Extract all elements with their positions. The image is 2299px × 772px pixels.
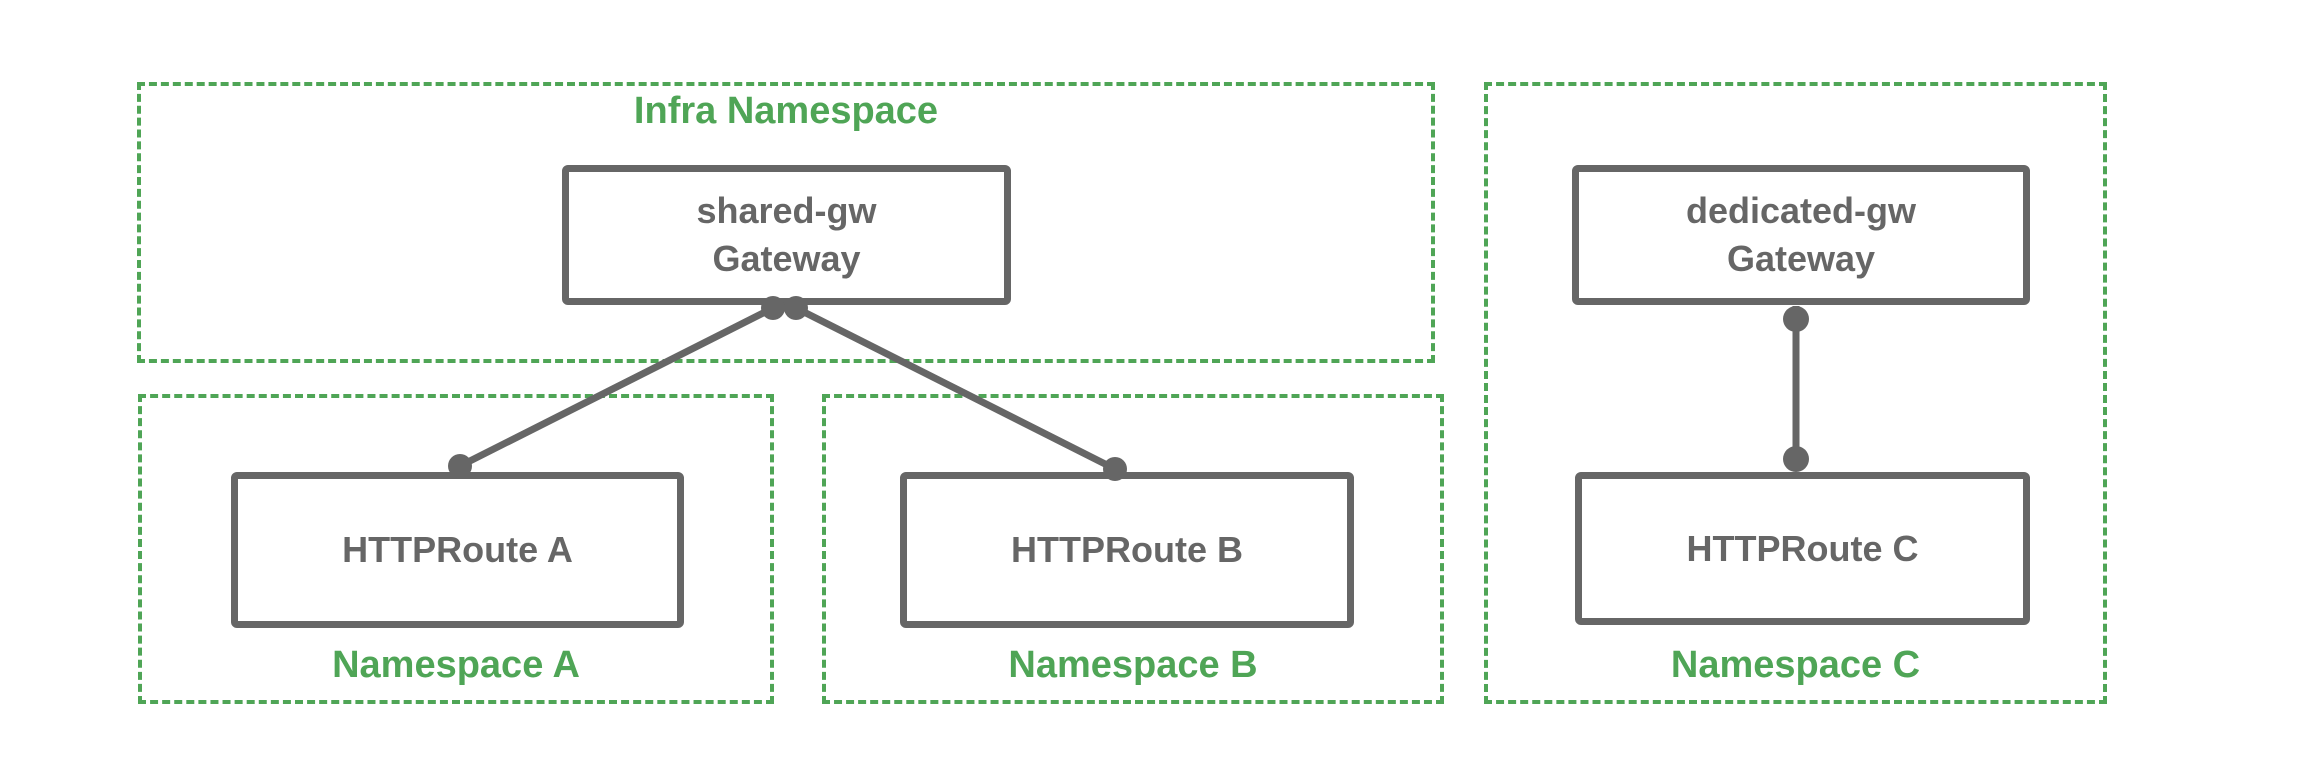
node-httproute-c: HTTPRoute C	[1575, 472, 2030, 625]
namespace-box-c	[1484, 82, 2107, 704]
httproute-c-label: HTTPRoute C	[1686, 527, 1919, 569]
node-shared-gw-gateway: shared-gw Gateway	[562, 165, 1011, 305]
namespace-box-a	[138, 394, 774, 704]
dedicated-gw-kind: Gateway	[1726, 238, 1876, 279]
shared-gw-kind: Gateway	[712, 238, 861, 279]
node-httproute-b: HTTPRoute B	[900, 472, 1354, 628]
httproute-a-label: HTTPRoute A	[342, 529, 573, 570]
namespace-label-a: Namespace A	[332, 644, 580, 686]
namespace-box-infra	[137, 82, 1435, 363]
shared-gw-name: shared-gw	[696, 190, 877, 231]
namespace-box-b	[822, 394, 1444, 704]
namespace-label-b: Namespace B	[1008, 644, 1258, 686]
namespace-label-infra: Infra Namespace	[633, 90, 939, 132]
node-dedicated-gw-gateway: dedicated-gw Gateway	[1572, 165, 2030, 305]
node-httproute-a: HTTPRoute A	[231, 472, 684, 628]
dedicated-gw-name: dedicated-gw	[1685, 190, 1917, 231]
namespace-label-c: Namespace C	[1670, 644, 1921, 686]
httproute-b-label: HTTPRoute B	[1011, 529, 1243, 570]
